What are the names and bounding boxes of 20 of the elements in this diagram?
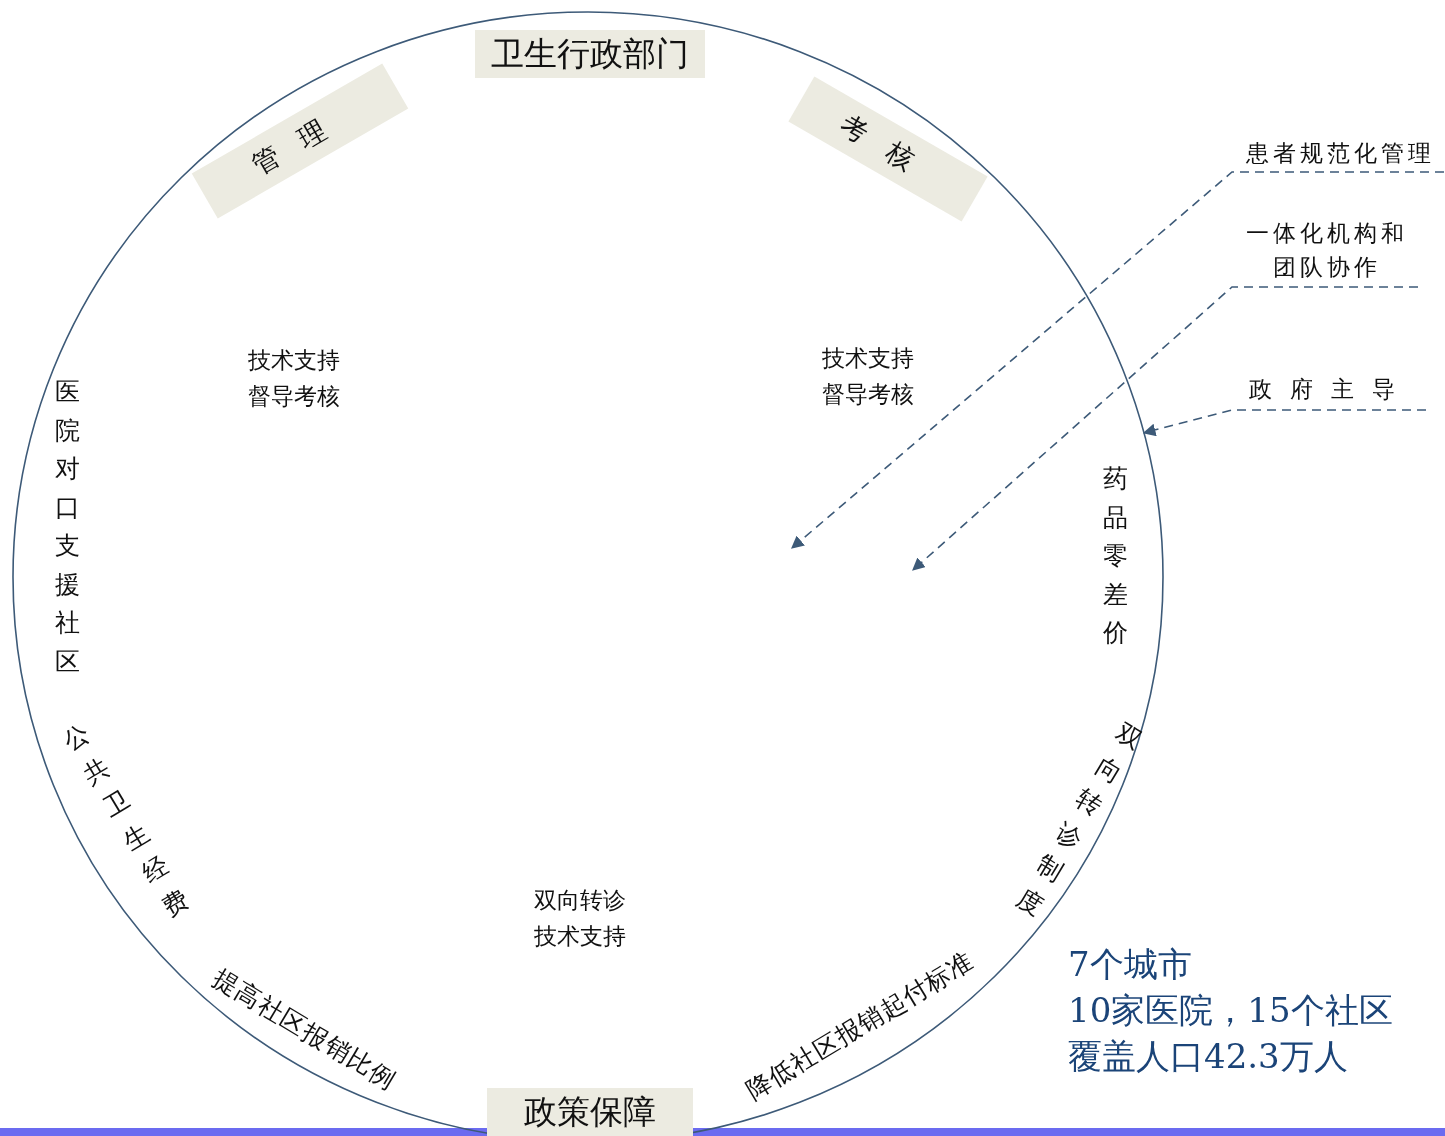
leader-arrow — [912, 286, 1419, 571]
curved-label: 双向转诊制度 — [1010, 716, 1149, 923]
inner-label: 技术支持督导考核 — [822, 344, 915, 409]
callout-text: 患者规范化管理 — [1236, 136, 1444, 172]
stat-text: 7个城市 — [1068, 944, 1192, 985]
dashed-arrow — [1142, 409, 1427, 437]
inner-label: 双向转诊技术支持 — [534, 886, 627, 951]
tilted-box: 考核 — [788, 76, 988, 222]
stat-text: 覆盖人口42.3万人 — [1068, 1036, 1348, 1077]
vertical-label: 药品零差价 — [1103, 463, 1129, 649]
vertical-label: 医院对口支援社区 — [55, 376, 81, 678]
curved-label: 降低社区报销起付标准 — [742, 948, 978, 1104]
inner-label: 技术支持督导考核 — [248, 346, 341, 411]
stat-text: 10家医院，15个社区 — [1068, 990, 1393, 1031]
callout-text: 政府主导 — [1236, 372, 1426, 410]
callout-text: 一体化机构和团队协作 — [1236, 216, 1418, 287]
tilted-box: 管理 — [191, 63, 409, 219]
curved-label: 提高社区报销比例 — [209, 965, 401, 1094]
curved-label: 公共卫生经费 — [57, 717, 195, 924]
leader-arrow — [791, 171, 1445, 549]
